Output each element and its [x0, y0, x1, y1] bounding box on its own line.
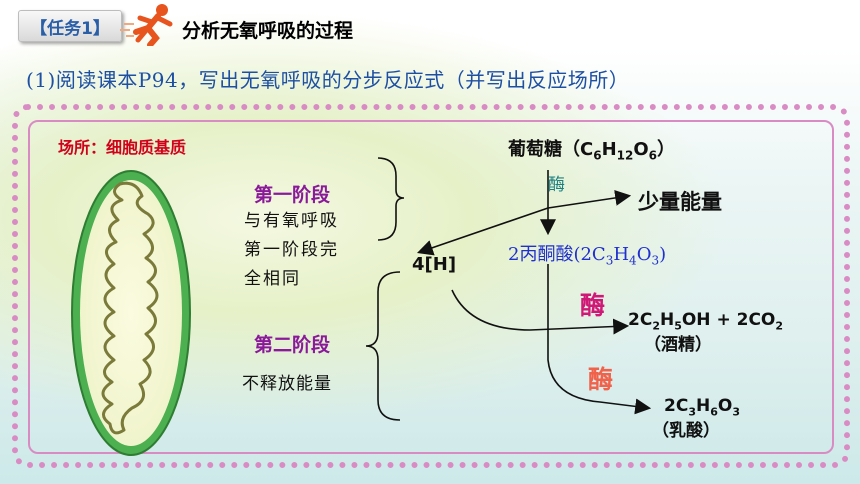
pyruvate-formula: 2丙酮酸(2C3H4O3) — [508, 244, 667, 268]
stage1-title: 第一阶段 — [254, 184, 331, 206]
lactate-name: （乳酸） — [652, 421, 720, 441]
hydrogen-label: 4[H] — [412, 254, 457, 275]
enzyme-label-3: 酶 — [588, 365, 614, 394]
stage1-note-line: 全相同 — [244, 269, 301, 289]
stage1-note: 与有氧呼吸 第一阶段完 全相同 — [244, 207, 339, 294]
alcohol-name: （酒精） — [644, 335, 712, 355]
mitochondrion-icon — [71, 170, 191, 456]
stage1-note-line: 第一阶段完 — [244, 240, 339, 260]
glucose-formula: 葡萄糖（C6H12O6） — [508, 139, 676, 163]
lactate-formula: 2C3H6O3 — [664, 396, 740, 419]
task-title: 分析无氧呼吸的过程 — [182, 20, 354, 42]
stage1-note-line: 与有氧呼吸 — [244, 211, 339, 231]
subtitle: (1)阅读课本P94，写出无氧呼吸的分步反应式（并写出反应场所） — [26, 68, 630, 92]
dotted-frame — [12, 104, 850, 468]
small-energy-label: 少量能量 — [638, 190, 722, 214]
stage2-title: 第二阶段 — [254, 334, 331, 356]
task-tag: 【任务1】 — [18, 10, 122, 42]
reaction-place: 场所：细胞质基质 — [58, 138, 187, 157]
stage2-note: 不释放能量 — [242, 374, 332, 394]
enzyme-label-2: 酶 — [580, 291, 606, 320]
inner-frame — [28, 120, 834, 454]
alcohol-formula: 2C2H5OH + 2CO2 — [628, 310, 784, 333]
enzyme-label-1: 酶 — [548, 175, 565, 195]
running-man-icon — [120, 4, 173, 46]
